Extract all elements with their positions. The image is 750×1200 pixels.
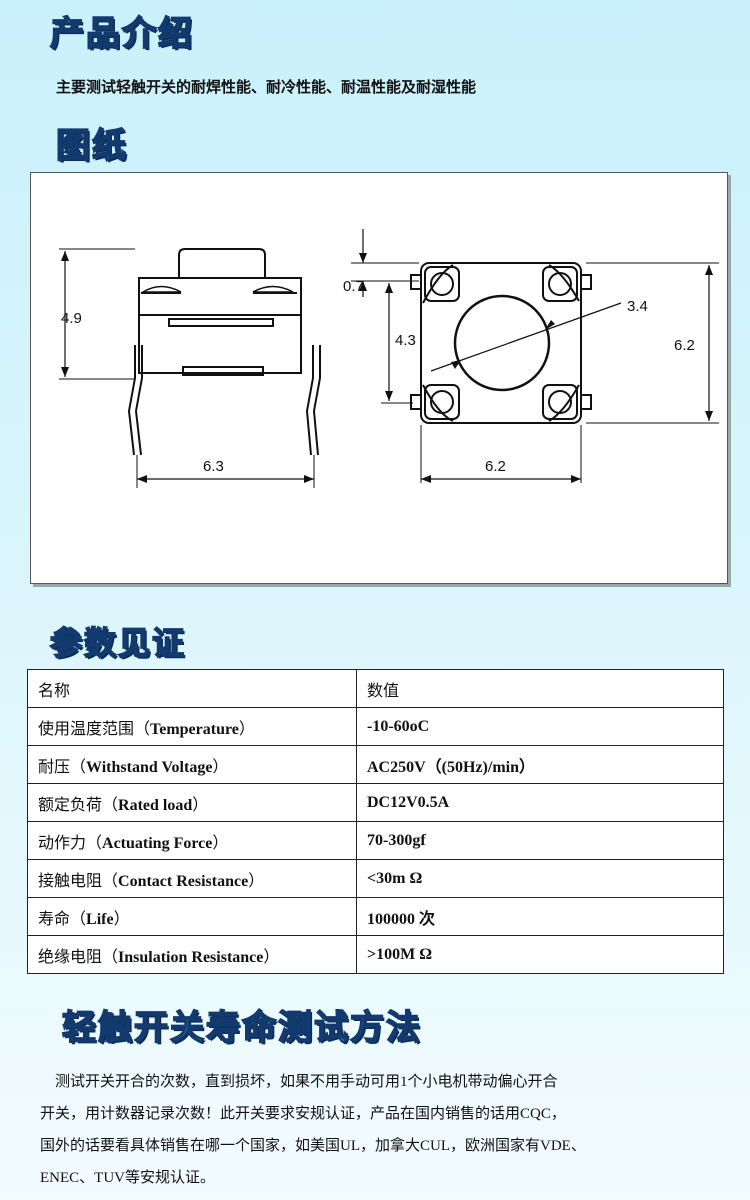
param-name: 耐压（Withstand Voltage） [27, 745, 357, 784]
param-value: AC250V（(50Hz)/min） [356, 745, 724, 784]
param-name: 寿命（Life） [27, 897, 357, 936]
param-name: 动作力（Actuating Force） [27, 821, 357, 860]
param-name: 接触电阻（Contact Resistance） [27, 859, 357, 898]
param-name-en: Life [86, 910, 114, 928]
params-heading: 参数见证 [49, 623, 187, 663]
param-name-cn: 寿命（ [38, 910, 87, 928]
param-name-cn: 动作力（ [38, 834, 103, 852]
table-row: 绝缘电阻（Insulation Resistance）>100M Ω [27, 935, 724, 974]
param-name-end: ） [113, 910, 130, 928]
param-value: >100M Ω [356, 935, 724, 974]
dim-top-height: 6.2 [674, 337, 695, 354]
param-value: <30m Ω [356, 859, 724, 898]
param-name: 使用温度范围（Temperature） [27, 707, 357, 746]
drawing-panel: 4.9 6.3 0.7 3.4 4.3 6.2 6.2 [30, 172, 728, 584]
dim-top-width: 6.2 [485, 458, 506, 475]
product-intro-heading: 产品介绍 [49, 13, 194, 55]
method-line: 开关，用计数器记录次数！此开关要求安规认证，产品在国内销售的话用CQC， [40, 1106, 566, 1122]
method-line: 国外的话要看具体销售在哪一个国家，如美国UL，加拿大CUL，欧洲国家有VDE、 [40, 1138, 586, 1154]
param-name-end: ） [212, 834, 229, 852]
method-heading: 轻触开关寿命测试方法 [61, 1007, 422, 1049]
dim-pin-span: 4.3 [395, 332, 416, 349]
param-name: 绝缘电阻（Insulation Resistance） [27, 935, 357, 974]
param-name-en: Contact Resistance [118, 872, 249, 890]
param-name-en: Withstand Voltage [86, 758, 213, 776]
param-value: 70-300gf [356, 821, 724, 860]
param-name-cn: 额定负荷（ [38, 796, 119, 814]
param-value: DC12V0.5A [356, 783, 724, 822]
method-text: 测试开关开合的次数，直到损坏，如果不用手动可用1个小电机带动偏心开合开关，用计数… [40, 1066, 720, 1194]
table-row: 耐压（Withstand Voltage）AC250V（(50Hz)/min） [27, 745, 724, 784]
param-name-cn: 耐压（ [38, 758, 87, 776]
param-name-en: Insulation Resistance [118, 948, 264, 966]
intro-text: 主要测试轻触开关的耐焊性能、耐冷性能、耐温性能及耐湿性能 [56, 78, 477, 96]
method-line: 测试开关开合的次数，直到损坏，如果不用手动可用1个小电机带动偏心开合 [40, 1074, 558, 1090]
table-row: 接触电阻（Contact Resistance）<30m Ω [27, 859, 724, 898]
table-row: 使用温度范围（Temperature）-10-60oC [27, 707, 724, 746]
param-value: 100000 次 [356, 897, 724, 936]
table-row: 额定负荷（Rated load）DC12V0.5A [27, 783, 724, 822]
table-row: 动作力（Actuating Force）70-300gf [27, 821, 724, 860]
param-name-cn: 绝缘电阻（ [38, 948, 119, 966]
param-name-en: Rated load [118, 796, 193, 814]
param-name: 额定负荷（Rated load） [27, 783, 357, 822]
param-name-end: ） [263, 948, 280, 966]
switch-technical-drawing: 4.9 6.3 0.7 3.4 4.3 6.2 6.2 [59, 229, 719, 488]
param-name-en: Actuating Force [102, 834, 213, 852]
param-name-en: Temperature [150, 720, 239, 738]
header-value: 数值 [356, 669, 724, 708]
header-name: 名称 [27, 669, 357, 708]
param-name-end: ） [192, 796, 209, 814]
table-header-row: 名称 数值 [27, 669, 724, 708]
param-name-cn: 使用温度范围（ [38, 720, 151, 738]
method-line: ENEC、TUV等安规认证。 [40, 1170, 215, 1186]
drawing-heading: 图纸 [55, 125, 128, 167]
param-name-end: ） [212, 758, 229, 776]
param-name-end: ） [238, 720, 255, 738]
dim-side-height: 4.9 [61, 310, 82, 327]
table-row: 寿命（Life）100000 次 [27, 897, 724, 936]
dim-button-diameter: 3.4 [627, 298, 648, 315]
param-value: -10-60oC [356, 707, 724, 746]
dim-side-width: 6.3 [203, 458, 224, 475]
dim-top-offset: 0.7 [343, 278, 364, 295]
param-name-end: ） [248, 872, 265, 890]
param-name-cn: 接触电阻（ [38, 872, 119, 890]
